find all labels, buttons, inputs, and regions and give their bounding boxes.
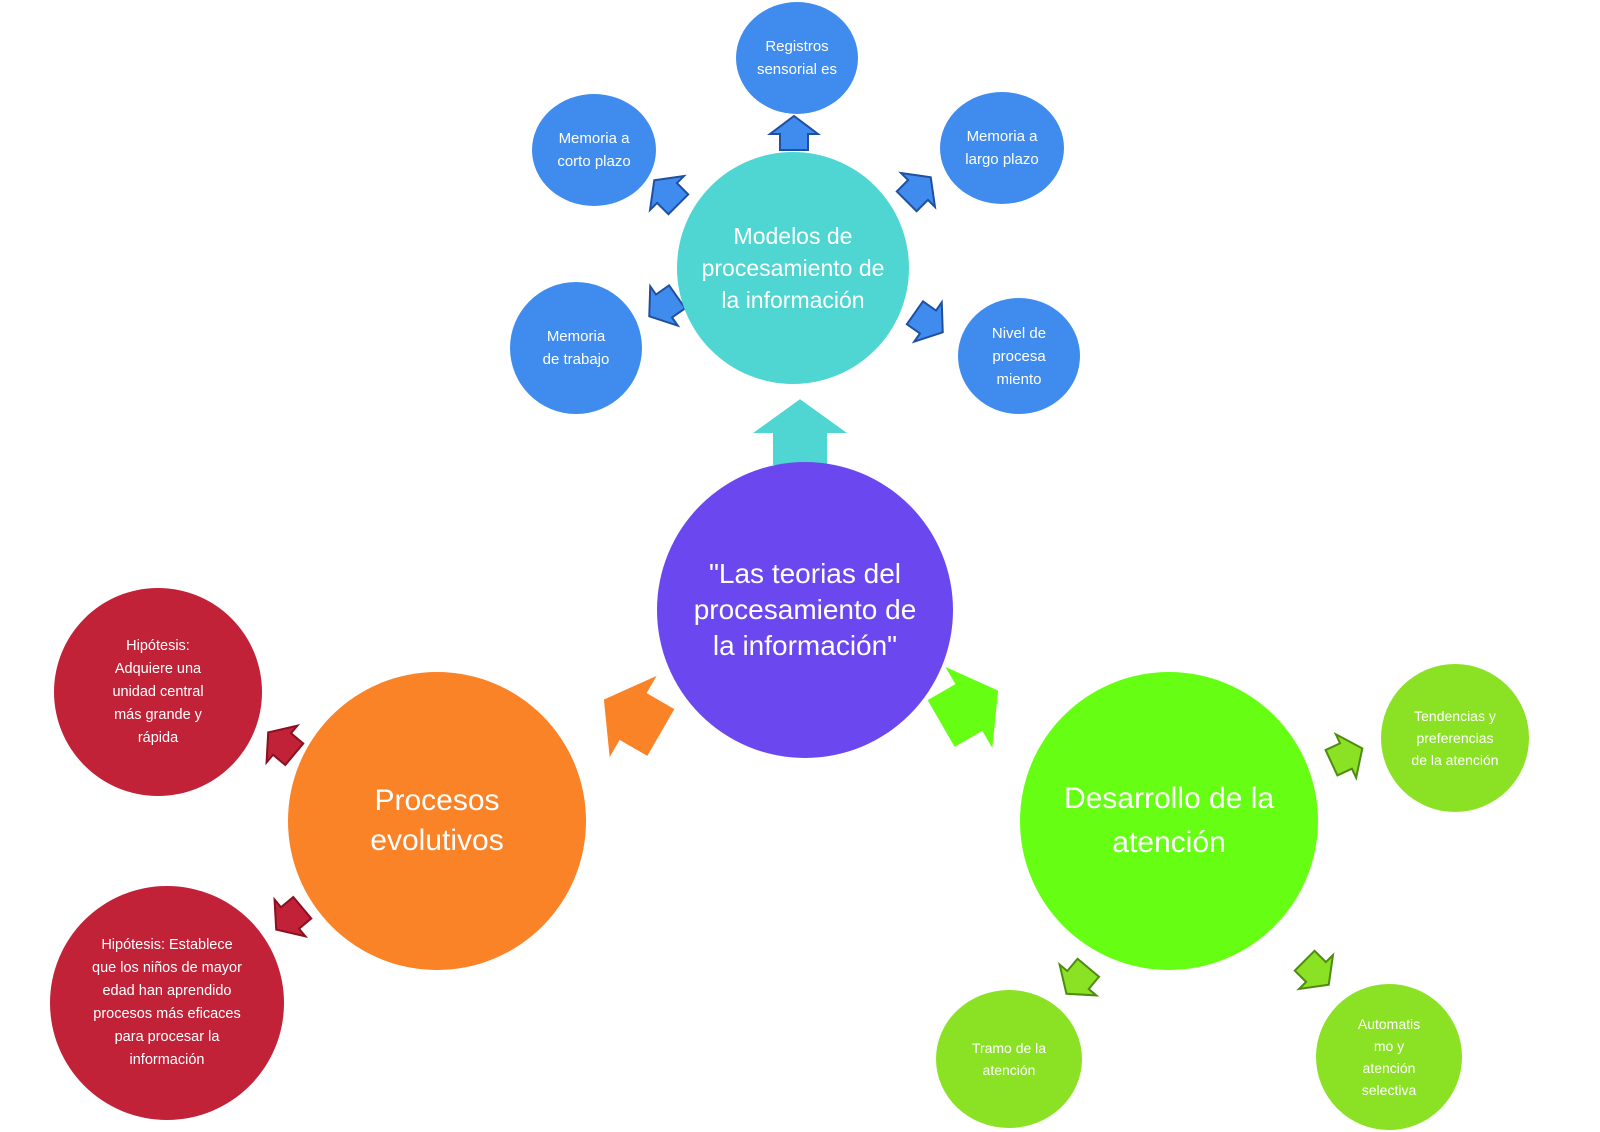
attention-span-node: Tramo de la atención (936, 990, 1082, 1128)
evolutionary-processes-node: Procesos evolutivos (288, 672, 586, 970)
arrow-models-to-short-term (648, 174, 690, 216)
hypothesis-central-unit-text: Hipótesis: Adquiere una unidad central m… (112, 637, 204, 746)
models-node-text: Modelos de procesamiento de la informaci… (701, 223, 885, 313)
automatism-node: Automatis mo y atención selectiva (1316, 984, 1462, 1130)
hypothesis-efficient-processes-node: Hipótesis: Establece que los niños de ma… (50, 886, 284, 1120)
sensory-registers-text: Registros sensorial es (756, 38, 838, 78)
automatism-text: Automatis mo y atención selectiva (1357, 1016, 1421, 1098)
central-topic-node: "Las teorias del procesamiento de la inf… (657, 462, 953, 758)
evolutionary-processes-text: Procesos evolutivos (370, 784, 504, 857)
attention-tendencies-node: Tendencias y preferencias de la atención (1381, 664, 1529, 812)
hypothesis-efficient-processes-text: Hipótesis: Establece que los niños de ma… (92, 937, 242, 1068)
attention-development-node: Desarrollo de la atención (1020, 672, 1318, 970)
short-term-memory-node: Memoria a corto plazo (532, 94, 656, 206)
sensory-registers-node: Registros sensorial es (736, 2, 858, 114)
arrow-attention-to-tendencies (1324, 731, 1364, 781)
arrow-processes-to-hyp2 (273, 895, 313, 939)
arrow-center-to-attention (924, 662, 1001, 755)
attention-span-text: Tramo de la atención (971, 1040, 1047, 1078)
arrow-center-to-models (746, 396, 854, 467)
attention-tendencies-text: Tendencias y preferencias de la atención (1411, 708, 1499, 768)
central-topic-text: "Las teorias del procesamiento de la inf… (693, 558, 917, 661)
attention-development-text: Desarrollo de la atención (1063, 782, 1275, 859)
arrow-models-to-long-term (895, 171, 937, 213)
working-memory-text: Memoria de trabajo (542, 328, 610, 368)
hypothesis-central-unit-node: Hipótesis: Adquiere una unidad central m… (54, 588, 262, 796)
arrow-processes-to-hyp1 (265, 723, 305, 767)
short-term-memory-text: Memoria a corto plazo (557, 130, 631, 170)
models-node: Modelos de procesamiento de la informaci… (677, 152, 909, 384)
long-term-memory-node: Memoria a largo plazo (940, 92, 1064, 204)
arrow-attention-to-automatism (1293, 949, 1335, 991)
arrow-models-to-level (905, 299, 944, 344)
arrow-center-to-processes (601, 671, 678, 764)
long-term-memory-text: Memoria a largo plazo (965, 128, 1039, 168)
processing-level-node: Nivel de procesa miento (958, 298, 1080, 414)
arrow-attention-to-span (1057, 957, 1101, 997)
arrow-models-to-working (648, 283, 687, 328)
working-memory-node: Memoria de trabajo (510, 282, 642, 414)
arrow-models-to-sensory (767, 114, 821, 151)
processing-level-text: Nivel de procesa miento (991, 324, 1047, 388)
